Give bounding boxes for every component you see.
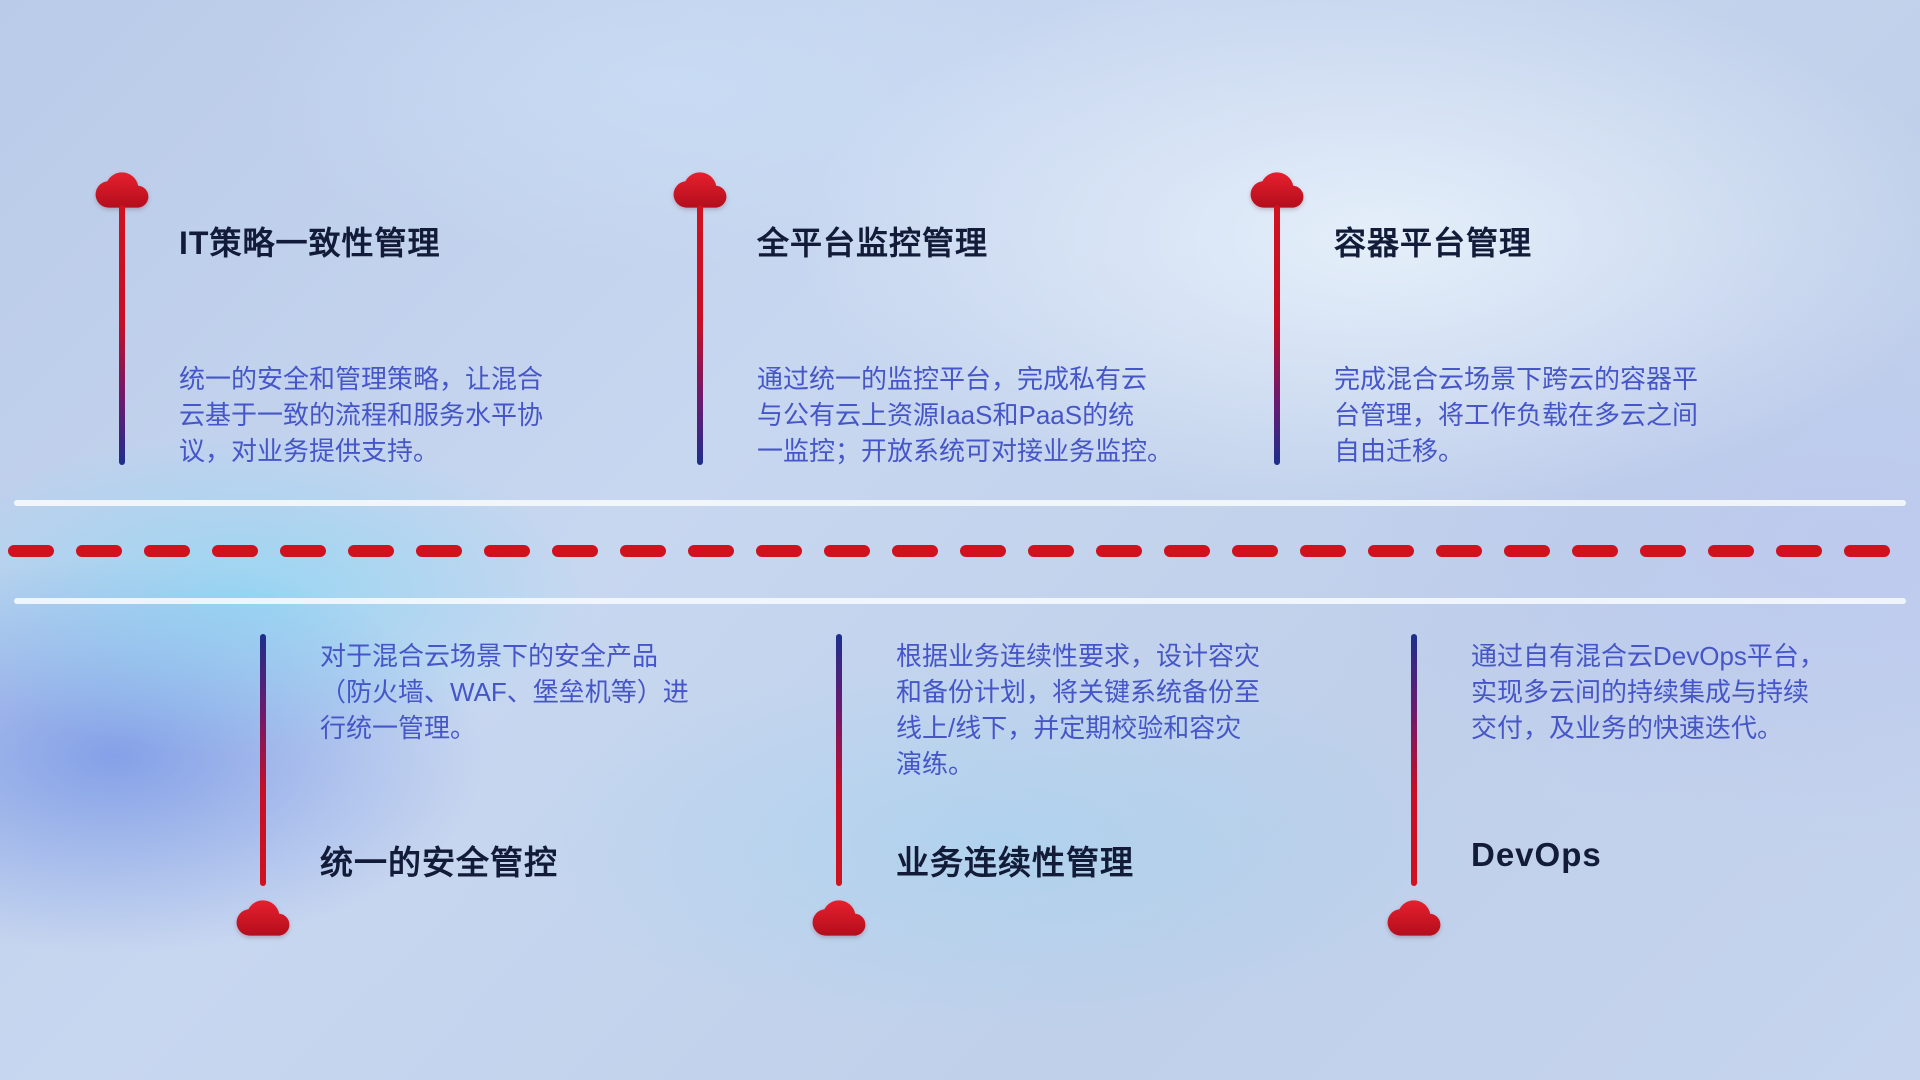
timeline-stem <box>1274 205 1280 465</box>
item-title: DevOps <box>1471 836 1602 873</box>
cloud-icon <box>1249 168 1305 212</box>
timeline-stem <box>119 205 125 465</box>
item-description: 统一的安全和管理策略，让混合 云基于一致的流程和服务水平协 议，对业务提供支持。 <box>179 364 544 466</box>
item-description: 完成混合云场景下跨云的容器平 台管理，将工作负载在多云之间 自由迁移。 <box>1334 364 1699 466</box>
divider-line-bottom <box>14 598 1906 604</box>
cloud-icon <box>235 896 291 940</box>
timeline-stem <box>1411 634 1417 886</box>
item-title: 容器平台管理 <box>1334 225 1533 261</box>
timeline-stem <box>836 634 842 886</box>
cloud-icon <box>672 168 728 212</box>
divider-line-top <box>14 500 1906 506</box>
cloud-icon <box>811 896 867 940</box>
item-title: 全平台监控管理 <box>757 225 989 261</box>
item-description: 对于混合云场景下的安全产品 （防火墙、WAF、堡垒机等）进 行统一管理。 <box>320 641 689 743</box>
item-description: 根据业务连续性要求，设计容灾 和备份计划，将关键系统备份至 线上/线下，并定期校… <box>896 641 1261 779</box>
timeline-stem <box>260 634 266 886</box>
item-title: IT策略一致性管理 <box>179 225 441 261</box>
item-title: 业务连续性管理 <box>896 844 1134 881</box>
item-description: 通过统一的监控平台，完成私有云 与公有云上资源IaaS和PaaS的统 一监控；开… <box>757 364 1174 466</box>
cloud-icon <box>1386 896 1442 940</box>
cloud-icon <box>94 168 150 212</box>
divider-dashed-line <box>0 544 1920 558</box>
timeline-stem <box>697 205 703 465</box>
item-description: 通过自有混合云DevOps平台， 实现多云间的持续集成与持续 交付，及业务的快速… <box>1471 641 1825 743</box>
item-title: 统一的安全管控 <box>320 844 558 881</box>
